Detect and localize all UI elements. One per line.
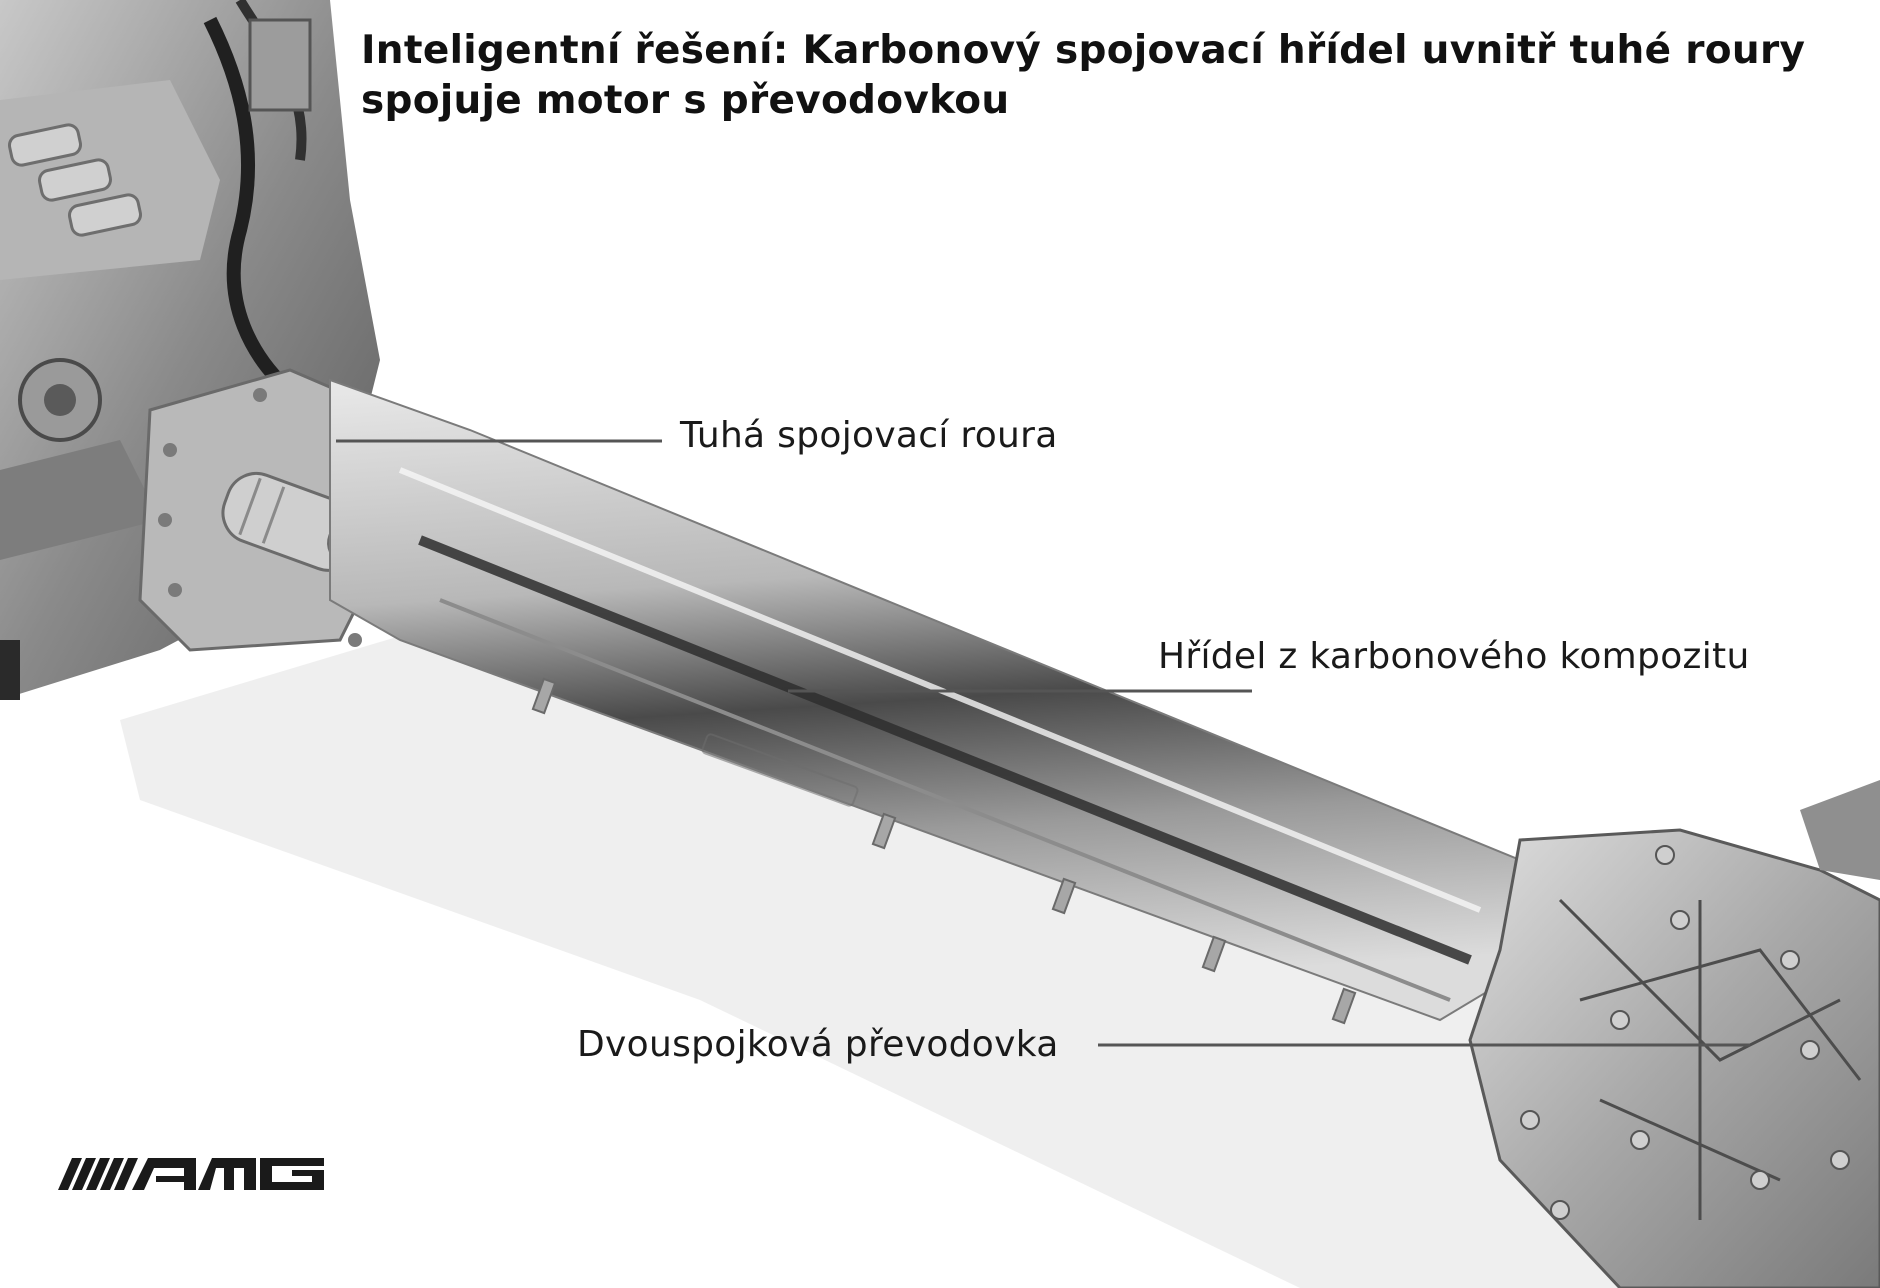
transmission <box>1468 780 1880 1288</box>
figure-title-line-1: Inteligentní řešení: Karbonový spojovací… <box>361 28 1806 73</box>
figure-title-line-2: spojuje motor s převodovkou <box>361 78 1010 123</box>
torque-tube <box>329 378 1542 1025</box>
floor-shadow <box>120 600 1700 1288</box>
callout-carbon-driveshaft: Hřídel z karbonového kompozitu <box>1158 636 1750 677</box>
callout-torque-tube: Tuhá spojovací roura <box>680 415 1058 456</box>
callout-dual-clutch-transmission: Dvouspojková převodovka <box>577 1024 1059 1065</box>
amg-logo <box>58 1158 324 1190</box>
leader-lines <box>336 439 1750 1047</box>
figure-title: Inteligentní řešení: Karbonový spojovací… <box>361 26 1821 126</box>
